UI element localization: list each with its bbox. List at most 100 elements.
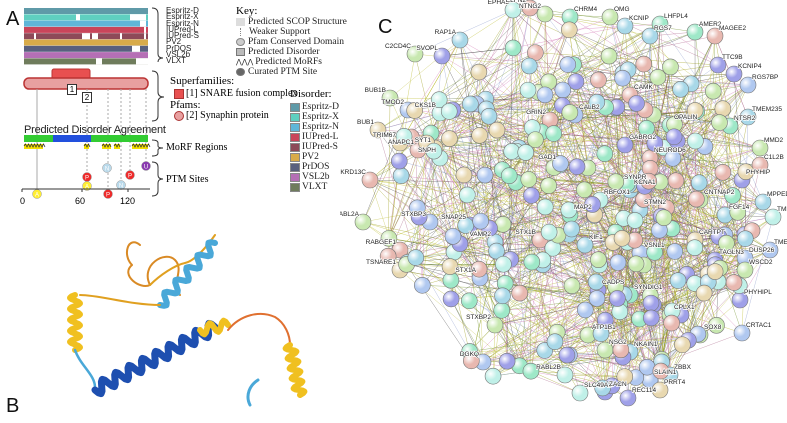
- network-edge: [501, 310, 508, 362]
- network-node: [724, 187, 741, 204]
- network-node: [688, 190, 705, 208]
- axis-tick-120: 120: [120, 196, 136, 206]
- track-gap: [144, 26, 146, 33]
- network-edge: [579, 251, 675, 394]
- node-label: RABGEF1: [366, 239, 397, 246]
- network-edge: [512, 47, 555, 168]
- network-edge: [470, 47, 514, 105]
- network-node: [560, 201, 578, 219]
- network-edge: [434, 147, 554, 168]
- node-prrt4: [651, 381, 669, 399]
- pfam-swatch: [174, 110, 184, 121]
- node-bub1: [369, 121, 387, 139]
- track-gap: [132, 45, 140, 52]
- network-edge: [519, 281, 597, 294]
- network-edge: [512, 9, 526, 153]
- node-label: TMEM151A: [777, 206, 787, 213]
- node-label: SNAP25: [441, 214, 466, 221]
- node-label: RABL2A: [340, 211, 360, 218]
- network-node: [640, 172, 658, 190]
- disorder-legend-label: Espritz-X: [302, 112, 339, 122]
- node-label: CPLX1: [674, 304, 695, 311]
- network-edge: [403, 39, 461, 137]
- superfamily-swatch: [174, 88, 184, 99]
- helix-middle-yellow: [197, 317, 231, 338]
- network-edge: [649, 108, 723, 169]
- node-label: ZACN: [609, 381, 627, 388]
- network-node: [519, 81, 537, 99]
- swatch: [290, 142, 300, 152]
- node-label: VAMP2: [469, 231, 491, 238]
- ptm-site-letter: P: [106, 193, 110, 199]
- disorder-legend-title: Disorder:: [290, 88, 332, 100]
- zigzag-icon: [101, 143, 112, 148]
- swatch: [290, 112, 300, 122]
- network-node: [554, 81, 572, 99]
- panel-a-label: A: [6, 8, 20, 30]
- ptm-site-letter: N: [105, 167, 109, 173]
- helix-upper-cyan: [157, 239, 218, 309]
- track-gap: [136, 58, 148, 65]
- node-rap1a: [451, 31, 469, 49]
- network-node: [592, 325, 610, 342]
- track-bar-VSL2b: [24, 52, 148, 59]
- track-bar-Espritz-D: [24, 8, 148, 14]
- network-node: [652, 362, 670, 380]
- disorder-legend-item: VSL2b: [290, 172, 339, 182]
- network-edge: [535, 52, 719, 66]
- network-node: [558, 346, 576, 364]
- node-label: CADPS: [602, 279, 625, 286]
- node-label: GRIN2: [526, 109, 546, 116]
- node-stxbp2: [486, 316, 504, 334]
- network-node: [563, 220, 580, 238]
- network-node: [607, 173, 625, 191]
- network-node: [536, 198, 554, 216]
- network-edge: [476, 7, 531, 105]
- network-edge: [657, 77, 774, 218]
- node-label: CRTAC1: [746, 322, 772, 329]
- network-node: [430, 91, 448, 109]
- network-node: [627, 255, 645, 273]
- network-edge: [672, 158, 764, 203]
- track-label: PV2: [166, 37, 182, 47]
- track-gap: [82, 33, 90, 40]
- disorder-legend-label: IUPred-S: [302, 142, 338, 152]
- network-node: [488, 121, 506, 139]
- panel-b-label: B: [6, 395, 20, 417]
- network-edge: [596, 298, 662, 363]
- network-node: [500, 167, 518, 185]
- network-node: [440, 103, 458, 120]
- network-edge: [573, 35, 716, 65]
- network-node: [666, 243, 684, 260]
- node-label: MAP2: [574, 204, 592, 211]
- node-label: KCNA1: [634, 179, 656, 186]
- network-node: [662, 58, 679, 76]
- node-label: TAGLN3: [719, 249, 744, 256]
- node-label: STX1A: [455, 267, 476, 274]
- network-edge: [530, 370, 625, 377]
- panel-c-label: C: [378, 16, 393, 38]
- node-label: CALB2: [579, 104, 600, 111]
- node-label: FGF14: [729, 204, 750, 211]
- network-edge: [389, 97, 454, 237]
- network-node: [646, 244, 663, 261]
- network-edge: [369, 179, 451, 267]
- node-label: C1L2B: [764, 154, 784, 161]
- network-node: [600, 47, 618, 65]
- node-label: RGS7: [654, 25, 672, 32]
- network-node: [613, 230, 631, 247]
- node-label: NTSR2: [734, 115, 756, 122]
- network-node: [587, 273, 605, 291]
- network-edge: [627, 242, 640, 320]
- network-node: [379, 247, 397, 265]
- network-edge: [560, 102, 598, 164]
- network-node: [523, 187, 540, 204]
- network-node: [663, 314, 680, 332]
- network-edge: [479, 277, 532, 372]
- network-node: [626, 212, 644, 229]
- network-node: [628, 95, 645, 112]
- ptm-site-letter: N: [119, 184, 123, 190]
- axis-tick-0: 0: [20, 196, 26, 206]
- network-node: [686, 102, 704, 119]
- node-bub1b: [381, 89, 399, 107]
